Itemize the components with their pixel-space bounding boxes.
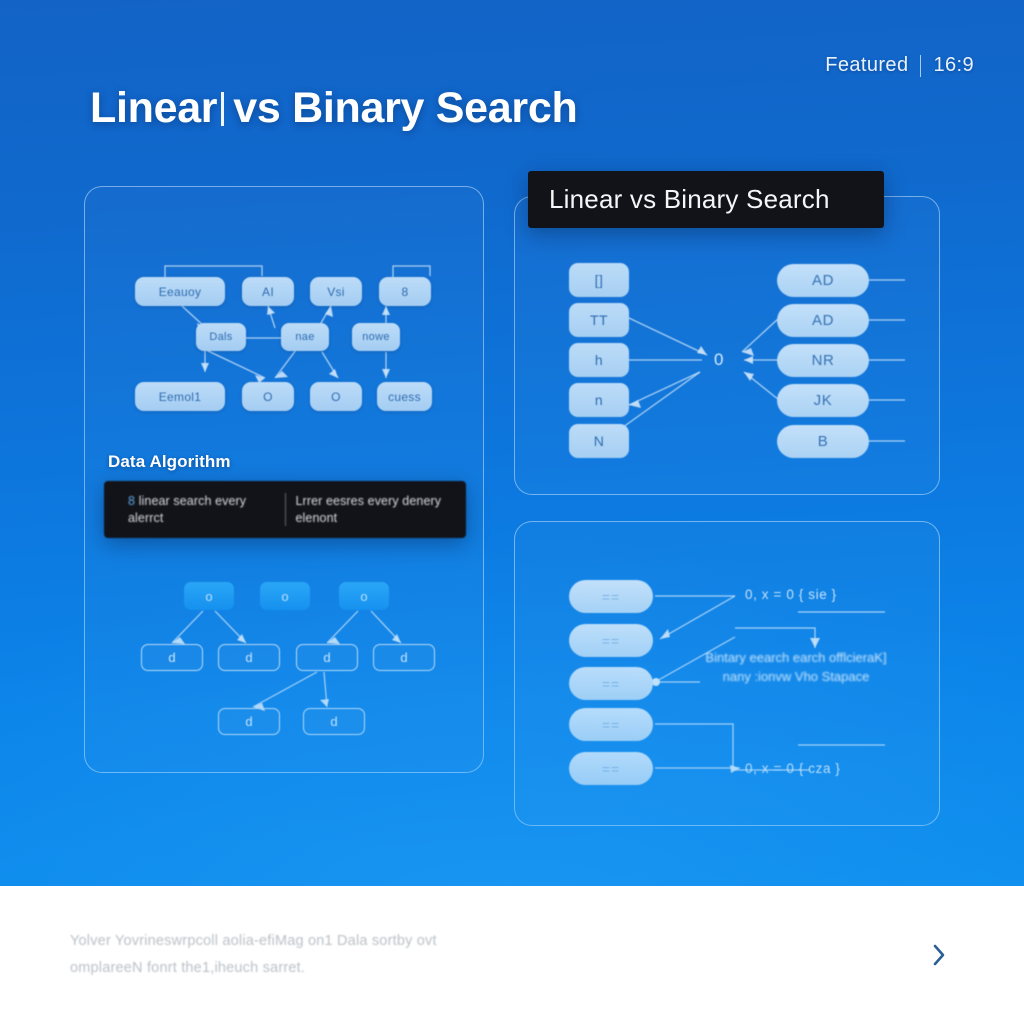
graph-node: AI xyxy=(242,277,294,306)
tree-leaf-node: d xyxy=(303,708,365,735)
right-item-node: JK xyxy=(777,384,869,417)
graph-node: nae xyxy=(281,323,329,351)
annotation-connectors xyxy=(652,595,885,773)
page-title: Linear vs Binary Search xyxy=(90,84,578,133)
right-bottom-panel-card xyxy=(514,521,940,826)
data-algorithm-label: Data Algorithm xyxy=(108,452,231,471)
annotation-top: 0, x = 0 { sie } xyxy=(745,587,837,602)
left-panel-card xyxy=(84,186,484,773)
equality-pill: == xyxy=(569,624,653,657)
featured-label: Featured xyxy=(825,54,909,76)
graph-node: Dals xyxy=(196,323,246,351)
graph-node: Eemol1 xyxy=(135,382,225,411)
tree-mid-node: d xyxy=(141,644,203,671)
right-top-convergence-graph: [] TT h n N 0 AD AD NR JK B xyxy=(569,263,905,458)
left-item-node: N xyxy=(569,424,629,458)
equality-pill: == xyxy=(569,580,653,613)
caption-line-2: omplareeN fonrt the1,iheuch sarret. xyxy=(70,960,306,976)
graph-node: Vsi xyxy=(310,277,362,306)
aspect-ratio-label: 16:9 xyxy=(933,54,974,76)
left-item-node: TT xyxy=(569,303,629,337)
left-item-node: n xyxy=(569,383,629,417)
tree-leaf-node: d xyxy=(218,708,280,735)
algo-text-left: 8 linear search every alerrct xyxy=(118,493,285,526)
graph-node: cuess xyxy=(377,382,432,411)
left-top-node-graph: Eeauoy AI Vsi 8 Dals nae nowe Eemol1 O O… xyxy=(135,265,432,411)
equality-pill: == xyxy=(569,708,653,741)
convergence-connectors xyxy=(611,279,905,442)
hub-node: 0 xyxy=(714,350,724,369)
tree-mid-node: d xyxy=(373,644,435,671)
right-bottom-annotation-graph: == == == == == 0, x = 0 { sie } 0, x = 0… xyxy=(569,580,887,785)
equality-pill: == xyxy=(569,667,653,700)
chevron-right-icon[interactable] xyxy=(926,940,952,970)
algo-left-body: linear search every alerrct xyxy=(128,494,247,525)
caption-text: Yolver Yovrineswrpcoll aolia-efiMag on1 … xyxy=(70,928,437,982)
tree-mid-node: d xyxy=(296,644,358,671)
tree-connectors xyxy=(171,610,402,711)
right-item-node: AD xyxy=(777,264,869,297)
page-title-left: Linear xyxy=(90,84,218,132)
graph-node: 8 xyxy=(379,277,431,306)
tree-root-node: o xyxy=(184,582,234,610)
right-item-node: NR xyxy=(777,344,869,377)
caption-line-1: Yolver Yovrineswrpcoll aolia-efiMag on1 … xyxy=(70,933,437,950)
right-panel-title: Linear vs Binary Search xyxy=(549,184,830,214)
equality-pill: == xyxy=(569,752,653,785)
tree-mid-node: d xyxy=(218,644,280,671)
featured-badge: Featured 16:9 xyxy=(825,54,974,77)
page-title-right: vs Binary Search xyxy=(233,84,578,132)
algo-left-lead: 8 xyxy=(128,494,136,508)
tree-root-node: o xyxy=(260,582,310,610)
annotation-center-paragraph: Bintary eearch earch offlcieraK] nany :i… xyxy=(705,650,887,684)
right-panel-title-plate: Linear vs Binary Search xyxy=(528,171,884,228)
left-item-node: [] xyxy=(569,263,629,297)
caption-strip: Yolver Yovrineswrpcoll aolia-efiMag on1 … xyxy=(0,886,1024,1024)
tree-root-node: o xyxy=(339,582,389,610)
title-divider-bar xyxy=(221,92,225,126)
algo-text-right: Lrrer eesres every denery elenont xyxy=(295,494,442,525)
left-item-node: h xyxy=(569,343,629,377)
left-bottom-tree: o o o d d d d d d xyxy=(141,582,435,735)
graph-node: Eeauoy xyxy=(135,277,225,306)
blue-stage: Featured 16:9 Linear vs Binary Search xyxy=(0,0,1024,886)
graph-node: O xyxy=(310,382,362,411)
right-item-node: B xyxy=(777,425,869,458)
right-item-node: AD xyxy=(777,304,869,337)
badge-divider xyxy=(920,54,922,77)
algo-plate-separator xyxy=(284,493,286,526)
annotation-bottom: 0, x = 0 { cza } xyxy=(745,761,841,776)
graph-node: nowe xyxy=(352,323,400,351)
algorithm-description-plate: 8 linear search every alerrct Lrrer eesr… xyxy=(104,481,466,538)
graph-node: O xyxy=(242,382,294,411)
